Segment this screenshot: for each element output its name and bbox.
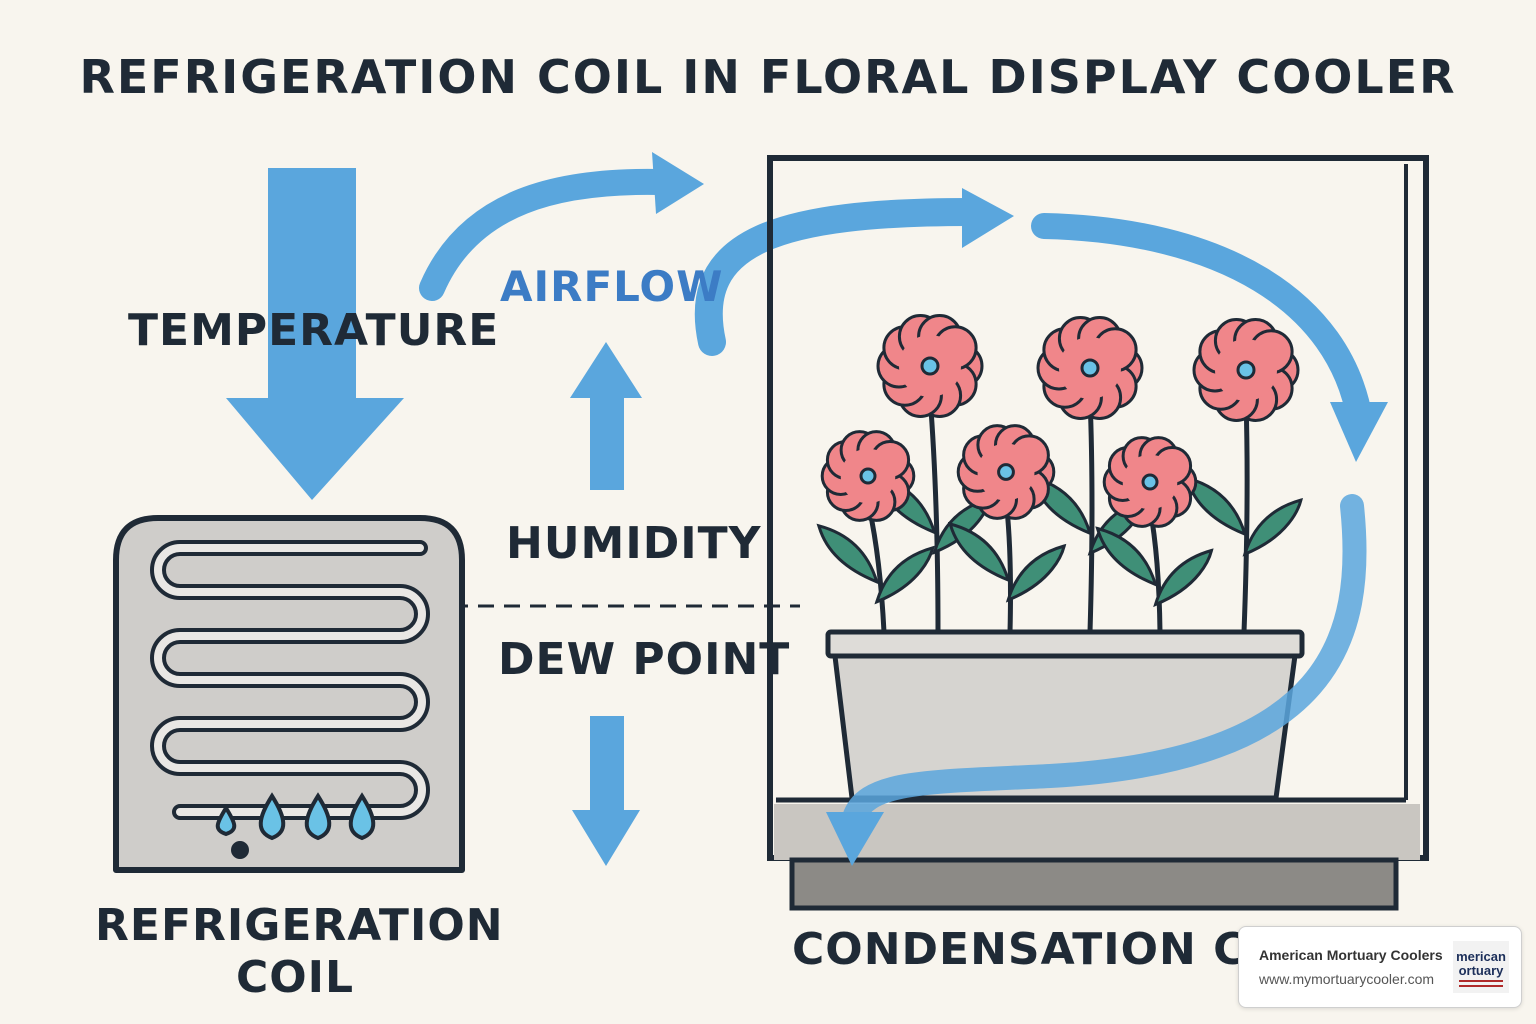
flower-stem: [1003, 499, 1013, 633]
temperature-arrow: [226, 168, 404, 500]
condensation-droplets: [215, 792, 376, 859]
flowers: [816, 314, 1303, 633]
flower-stem: [1087, 397, 1095, 633]
leaf: [947, 521, 1011, 583]
company-logo-icon: merican ortuary: [1453, 941, 1509, 993]
droplet-icon: [304, 792, 332, 841]
leaf: [1153, 548, 1214, 608]
watermark-company: American Mortuary Coolers: [1259, 947, 1443, 963]
droplet-icon: [215, 804, 237, 837]
flower-center: [1141, 473, 1159, 491]
flower-center: [1080, 358, 1100, 378]
flower: [816, 430, 935, 633]
watermark-url[interactable]: www.mymortuarycooler.com: [1259, 971, 1435, 987]
svg-text:ortuary: ortuary: [1459, 963, 1505, 978]
airflow-arrow-circulation: [826, 213, 1388, 866]
flower-center: [859, 467, 877, 485]
flower: [1184, 318, 1303, 633]
droplet-icon: [348, 792, 376, 841]
temperature-label: TEMPERATURE: [128, 305, 500, 356]
droplet-icon: [231, 841, 249, 859]
dew-point-label: DEW POINT: [498, 634, 791, 685]
flower-stem: [1241, 399, 1250, 633]
leaf: [1005, 543, 1067, 603]
airflow-label: AIRFLOW: [500, 262, 724, 311]
svg-text:merican: merican: [1456, 949, 1506, 964]
coil-label-line2: COIL: [235, 952, 355, 1003]
flower-center: [1236, 360, 1256, 380]
airflow-arrow-top: [419, 152, 704, 301]
leaf: [1242, 497, 1303, 557]
humidity-up-arrow: [570, 342, 642, 490]
humidity-label: HUMIDITY: [506, 518, 762, 569]
flower-center: [920, 356, 940, 376]
diagram-title: REFRIGERATION COIL IN FLORAL DISPLAY COO…: [79, 50, 1457, 104]
condensation-label: CONDENSATION CON: [792, 924, 1323, 975]
watermark-badge[interactable]: American Mortuary Coolers www.mymortuary…: [1238, 926, 1522, 1008]
flower: [1095, 436, 1214, 633]
flower-center: [997, 463, 1015, 481]
airflow-arrow-cabinet: [694, 188, 1014, 356]
droplet-icon: [258, 792, 286, 841]
coil-label-line1: REFRIGERATION: [95, 900, 504, 951]
display-cooler-cabinet: [767, 155, 1429, 911]
flower: [947, 424, 1067, 633]
flower-stem: [927, 395, 941, 633]
leaf: [874, 545, 935, 605]
refrigeration-coil-unit: [113, 515, 465, 873]
refrigeration-coil-label: REFRIGERATION COIL: [95, 900, 503, 1004]
dewpoint-down-arrow: [572, 716, 640, 866]
leaf: [1095, 526, 1158, 588]
leaf: [816, 523, 880, 585]
flower: [1029, 316, 1149, 633]
flower: [874, 314, 993, 633]
